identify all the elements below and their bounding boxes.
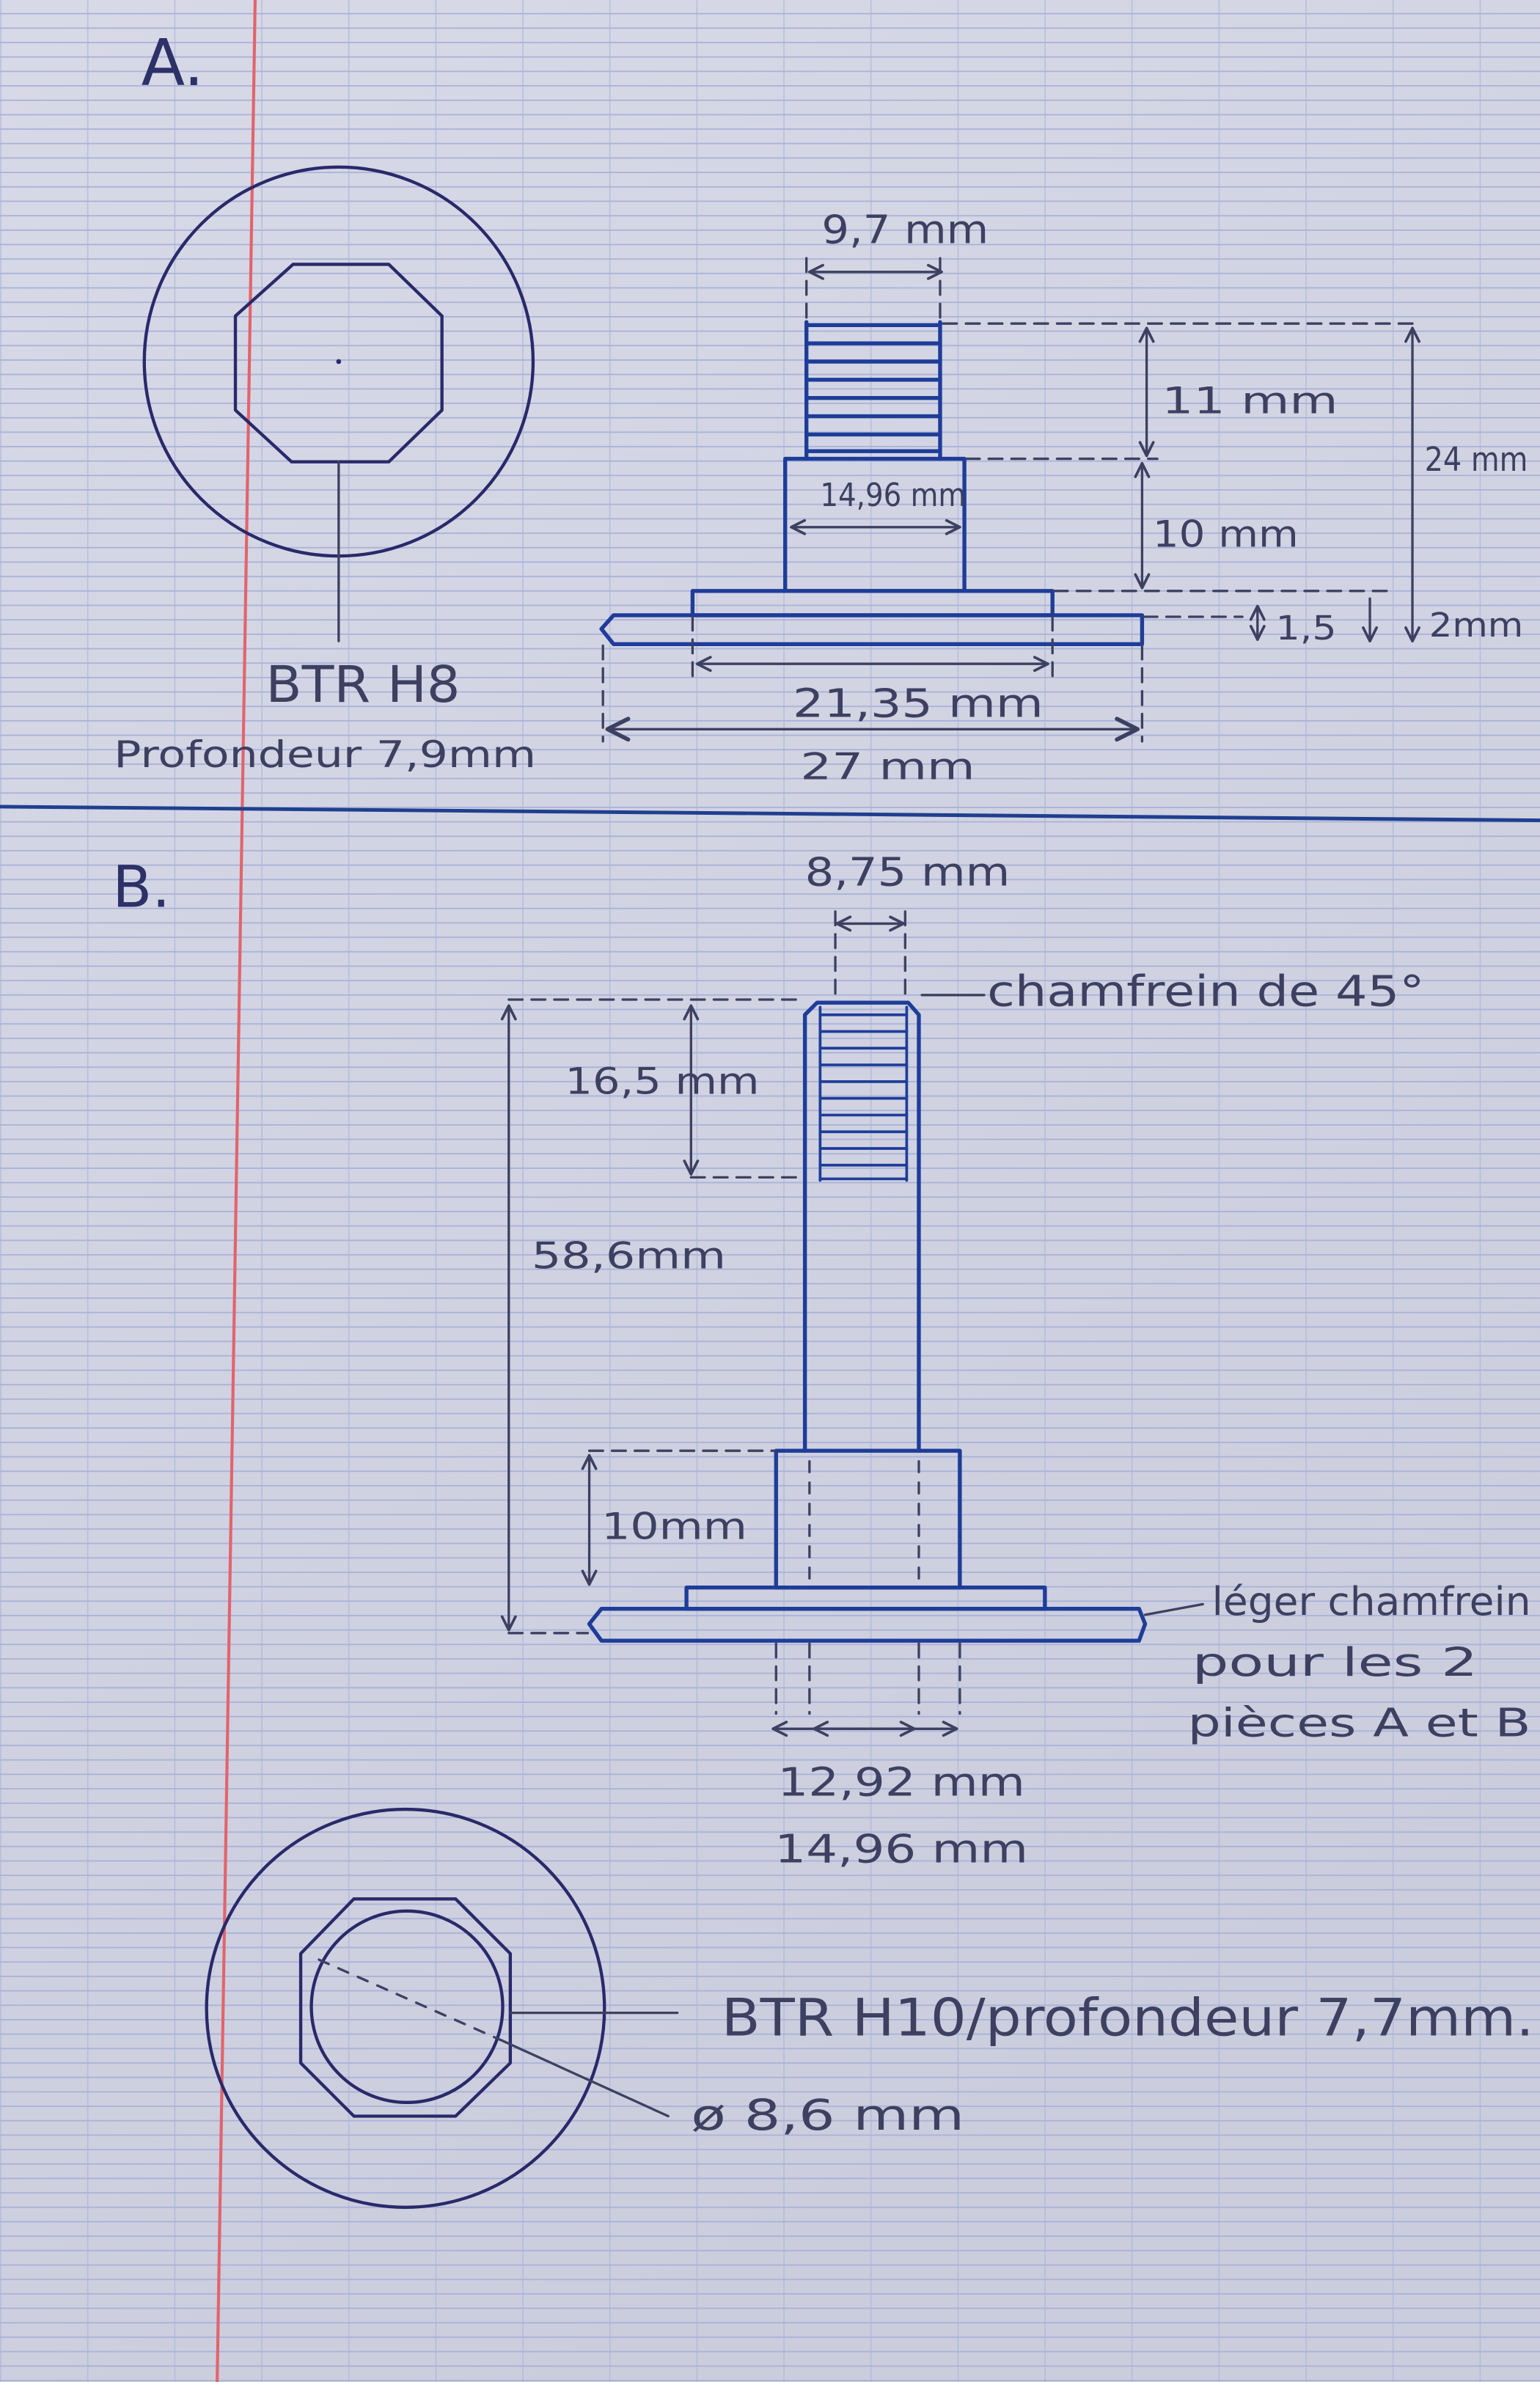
leader-line <box>1143 1602 1204 1616</box>
dimensions-b: 8,75 mm chamfrein de 45° 16,5 mm 58,6mm … <box>500 849 1531 1872</box>
base-thickness-label: 2mm <box>1429 606 1523 645</box>
thread-depth-label: 16,5 mm <box>565 1060 759 1102</box>
section-separator <box>0 805 1540 823</box>
socket-label: BTR H8 <box>265 656 460 714</box>
edge-note-line-2: pour les 2 <box>1192 1639 1478 1685</box>
inner-width-label: 12,92 mm <box>777 1759 1025 1805</box>
side-view-a <box>599 320 1145 646</box>
base-width-label: 27 mm <box>800 746 975 788</box>
total-height-label: 58,6mm <box>532 1235 726 1278</box>
edge-note-line-3: pièces A et B <box>1188 1700 1531 1746</box>
flange-thickness-label: 1,5 <box>1276 609 1337 648</box>
socket-label: BTR H10/profondeur 7,7mm. <box>722 1988 1534 2048</box>
outer-circle <box>205 1807 606 2209</box>
total-height-label: 24 mm <box>1425 440 1528 479</box>
octagon-socket-icon <box>233 263 444 463</box>
body-width-label: 14,96 mm <box>774 1826 1028 1872</box>
leader-line <box>499 2039 670 2118</box>
section-a-label: A. <box>142 26 205 100</box>
shaft <box>802 1000 921 1453</box>
side-view-b <box>587 1000 1148 1643</box>
edge-note-line-1: léger chamfrein <box>1212 1578 1531 1624</box>
thread-width-label: 9,7 mm <box>821 206 989 252</box>
bore-diameter-label: ø 8,6 mm <box>691 2090 964 2140</box>
body-width-label: 14,96 mm <box>820 477 966 514</box>
base-plate <box>587 1606 1148 1643</box>
center-dot <box>336 359 342 364</box>
body-height-label: 10 mm <box>1153 513 1299 556</box>
dimensions-a: 9,7 mm 11 mm 10 mm 24 mm 1,5 2mm 14,96 m… <box>601 206 1528 788</box>
body-height-label: 10mm <box>601 1505 747 1547</box>
depth-label: Profondeur 7,9mm <box>114 733 536 776</box>
end-view-b: BTR H10/profondeur 7,7mm. ø 8,6 mm <box>205 1807 1534 2209</box>
flange-width-label: 21,35 mm <box>793 681 1044 727</box>
base-plate <box>599 613 1145 646</box>
thread-height-label: 11 mm <box>1162 379 1338 422</box>
shaft-width-label: 8,75 mm <box>805 849 1011 895</box>
chamfer-note: chamfrein de 45° <box>987 966 1424 1016</box>
bore-circle <box>309 1909 505 2105</box>
octagon-socket-icon <box>298 1897 513 2118</box>
section-b-label: B. <box>112 854 170 921</box>
margin-line <box>216 0 257 2382</box>
end-view-a: BTR H8 Profondeur 7,9mm <box>114 165 536 776</box>
